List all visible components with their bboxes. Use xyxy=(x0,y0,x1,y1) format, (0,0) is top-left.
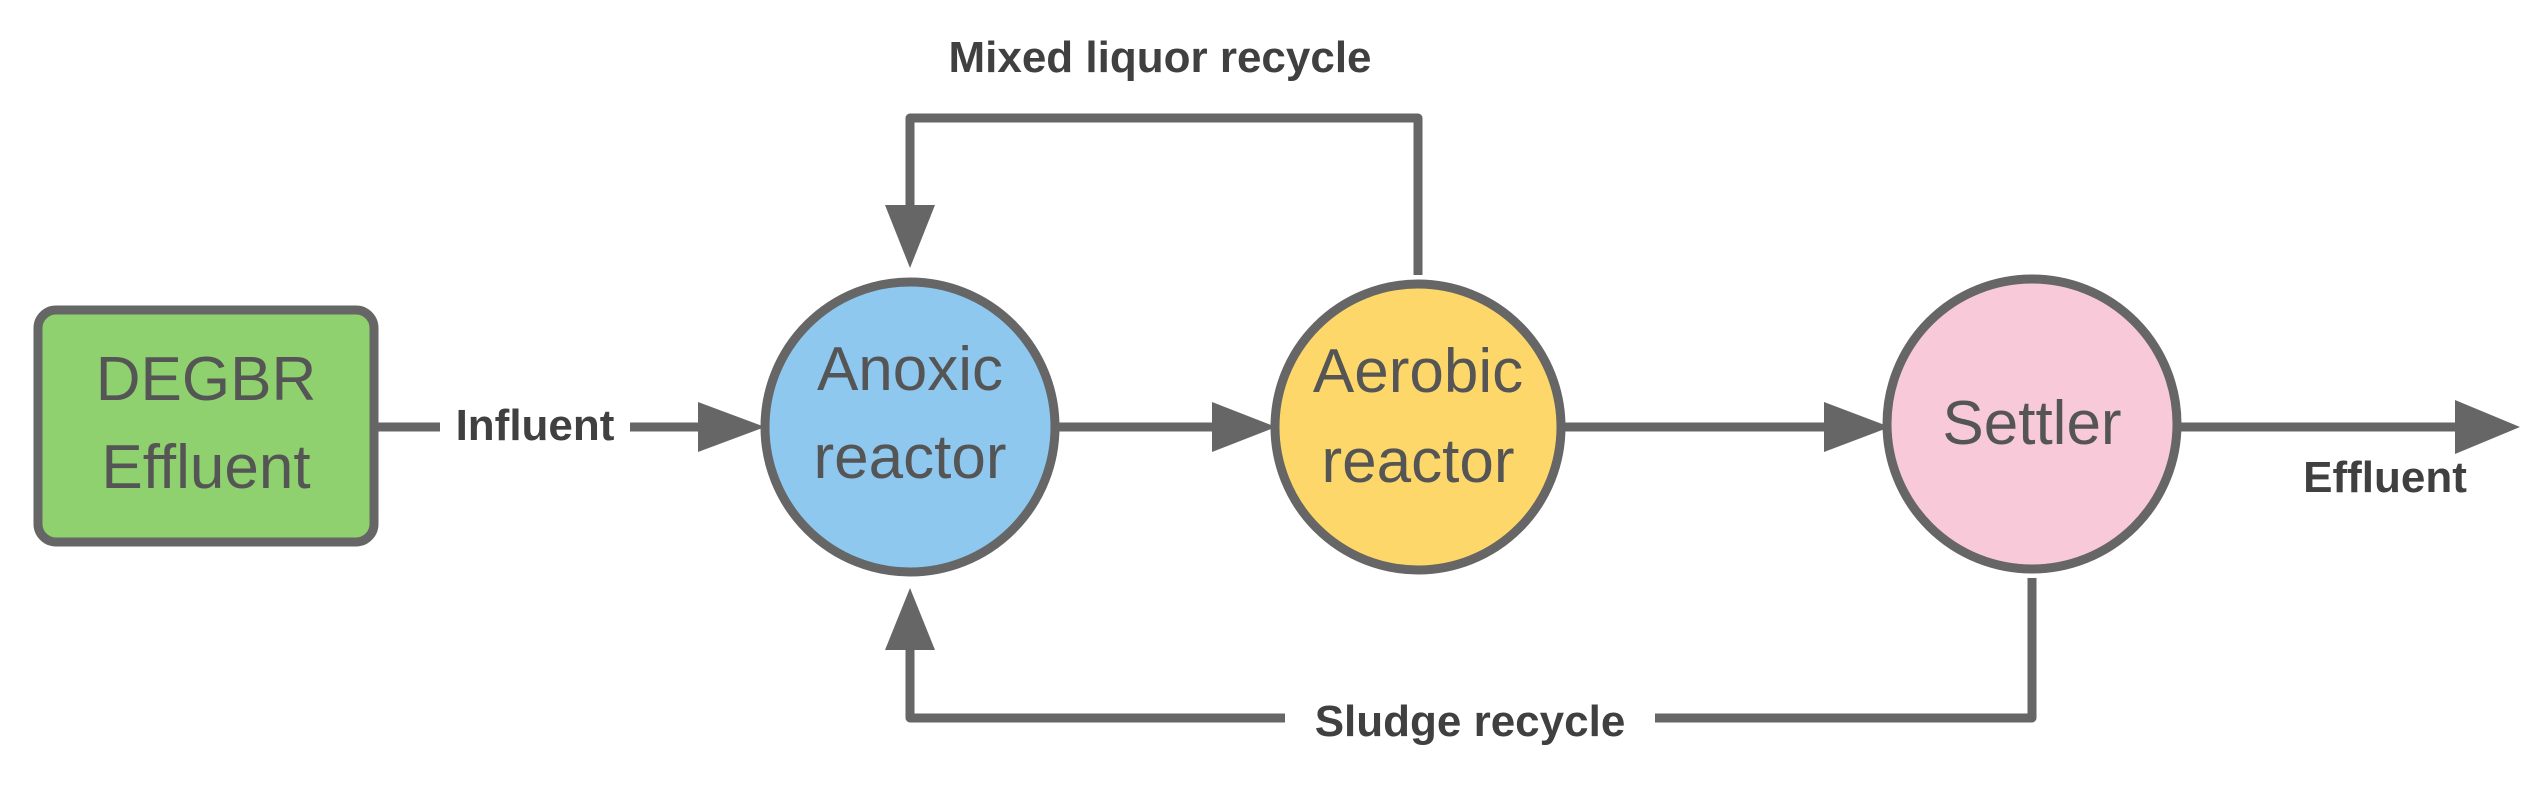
aerobic-reactor-label-line2: reactor xyxy=(1322,427,1515,496)
degbr-effluent-label-line2: Effluent xyxy=(101,433,310,502)
aerobic-to-settler-arrowhead xyxy=(1824,402,1890,452)
effluent-label: Effluent xyxy=(2303,453,2467,502)
mixed-liquor-recycle-line xyxy=(905,113,1423,275)
sludge-recycle-label-mask xyxy=(1285,688,1655,752)
degbr-effluent-box xyxy=(33,305,379,547)
anoxic-reactor-circle xyxy=(760,277,1060,577)
settler-circle xyxy=(1882,274,2182,574)
mixed-liquor-recycle-label: Mixed liquor recycle xyxy=(948,33,1371,82)
sludge-recycle-arrowhead xyxy=(885,588,935,650)
aerobic-reactor-label-line1: Aerobic xyxy=(1313,337,1523,406)
anoxic-to-aerobic-arrowhead xyxy=(1212,402,1276,452)
influent-label-mask xyxy=(440,392,630,456)
degbr-effluent-label-line1: DEGBR xyxy=(96,345,316,414)
anoxic-reactor-label-line2: reactor xyxy=(814,423,1007,492)
sludge-recycle-label: Sludge recycle xyxy=(1315,697,1626,746)
anoxic-reactor-label-line1: Anoxic xyxy=(817,335,1003,404)
mixed-liquor-recycle-arrowhead xyxy=(885,205,935,268)
influent-label: Influent xyxy=(456,401,615,450)
aerobic-reactor-circle xyxy=(1270,279,1566,575)
effluent-arrowhead xyxy=(2455,400,2520,454)
settler-label: Settler xyxy=(1942,389,2121,458)
influent-arrowhead xyxy=(698,402,765,452)
